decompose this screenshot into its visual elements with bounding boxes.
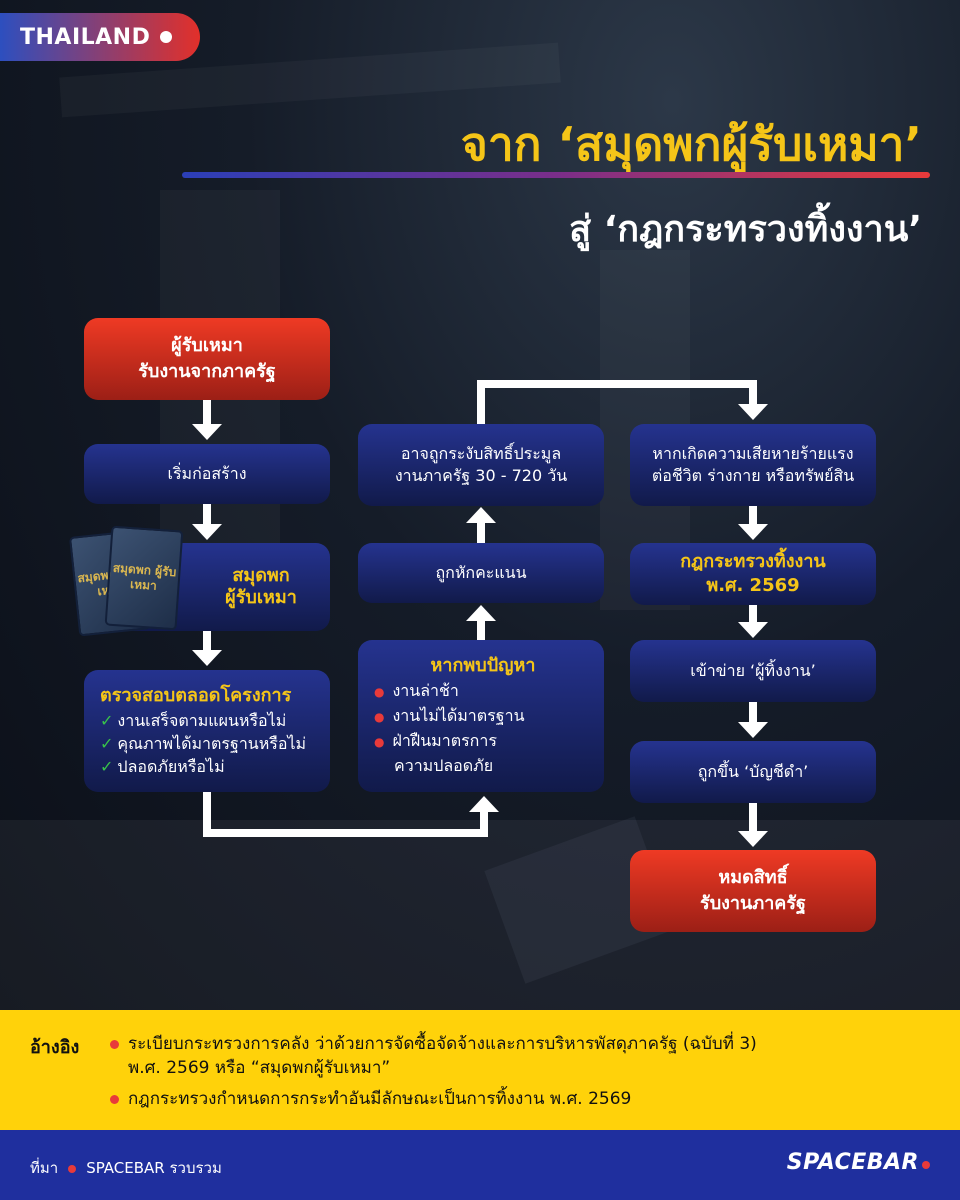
end-box: หมดสิทธิ์ รับงานภาครัฐ	[630, 850, 876, 932]
check-icon: ✓	[100, 733, 114, 753]
headline-underline	[182, 172, 930, 178]
country-tag-label: THAILAND	[20, 24, 151, 50]
footer: ที่มา SPACEBAR รวบรวม SPACEBAR	[0, 1130, 960, 1200]
begin-label: เริ่มก่อสร้าง	[167, 464, 247, 483]
arrow-down-icon	[738, 722, 768, 738]
source-text: SPACEBAR รวบรวม	[86, 1159, 222, 1177]
connector-line	[480, 812, 488, 837]
problem-item: ความปลอดภัย	[394, 756, 494, 775]
blacklist-box: ถูกขึ้น ‘บัญชีดำ’	[630, 741, 876, 803]
reference-label: อ้างอิง	[30, 1037, 80, 1058]
arrow-up-icon	[466, 507, 496, 523]
end-line2: รับงานภาครัฐ	[700, 893, 806, 914]
source-credit: ที่มา SPACEBAR รวบรวม	[30, 1156, 222, 1180]
suspend-box: อาจถูกระงับสิทธิ์ประมูล งานภาครัฐ 30 - 7…	[358, 424, 604, 506]
connector-line	[749, 380, 757, 404]
suspend-line1: อาจถูกระงับสิทธิ์ประมูล	[400, 444, 562, 463]
check-icon: ✓	[100, 710, 114, 730]
connector-line	[477, 380, 757, 388]
check-icon: ✓	[100, 756, 114, 776]
audit-item: ปลอดภัยหรือไม่	[117, 756, 225, 776]
arrow-down-icon	[192, 424, 222, 440]
deduct-box: ถูกหักคะแนน	[358, 543, 604, 603]
damage-box: หากเกิดความเสียหายร้ายแรง ต่อชีวิต ร่างก…	[630, 424, 876, 506]
audit-item: คุณภาพได้มาตรฐานหรือไม่	[117, 733, 307, 753]
report-book-icon: สมุดพก ผู้รับเหมา	[104, 525, 184, 631]
arrow-down-icon	[192, 650, 222, 666]
dot-icon	[68, 1164, 77, 1173]
start-box: ผู้รับเหมา รับงานจากภาครัฐ	[84, 318, 330, 400]
reference-item2: กฎกระทรวงกำหนดการกระทำอันมีลักษณะเป็นการ…	[128, 1089, 632, 1109]
reference-item1-line1: ระเบียบกระทรวงการคลัง ว่าด้วยการจัดซื้อจ…	[128, 1034, 757, 1054]
suspend-line2: งานภาครัฐ 30 - 720 วัน	[394, 466, 568, 485]
bullet-icon	[110, 1094, 119, 1104]
spacebar-logo: SPACEBAR	[787, 1150, 930, 1175]
country-tag: THAILAND	[0, 13, 200, 61]
abandon-label: เข้าข่าย ‘ผู้ทิ้งงาน’	[690, 661, 816, 680]
source-label: ที่มา	[30, 1159, 59, 1177]
arrow-down-icon	[738, 622, 768, 638]
problem-box: หากพบปัญหา ●งานล่าช้า ●งานไม่ได้มาตรฐาน …	[358, 640, 604, 792]
arrow-down-icon	[192, 524, 222, 540]
damage-line1: หากเกิดความเสียหายร้ายแรง	[652, 444, 854, 463]
bullet-icon: ●	[374, 685, 385, 699]
deduct-label: ถูกหักคะแนน	[435, 563, 527, 582]
audit-box: ตรวจสอบตลอดโครงการ ✓งานเสร็จตามแผนหรือไม…	[84, 670, 330, 792]
abandon-box: เข้าข่าย ‘ผู้ทิ้งงาน’	[630, 640, 876, 702]
end-line1: หมดสิทธิ์	[718, 867, 788, 888]
dot-icon	[160, 31, 173, 43]
bullet-icon: ●	[374, 735, 385, 749]
report-card-line1: สมุดพก	[232, 565, 290, 586]
audit-title: ตรวจสอบตลอดโครงการ	[100, 684, 292, 706]
damage-line2: ต่อชีวิต ร่างกาย หรือทรัพย์สิน	[651, 466, 855, 485]
reference-item1-line2: พ.ศ. 2569 หรือ “สมุดพกผู้รับเหมา”	[128, 1058, 391, 1078]
report-card-line2: ผู้รับเหมา	[225, 587, 297, 608]
arrow-down-icon	[738, 831, 768, 847]
audit-item: งานเสร็จตามแผนหรือไม่	[117, 710, 287, 730]
begin-box: เริ่มก่อสร้าง	[84, 444, 330, 504]
problem-title: หากพบปัญหา	[430, 655, 536, 676]
connector-line	[203, 792, 211, 837]
problem-item: งานล่าช้า	[392, 681, 459, 700]
blacklist-label: ถูกขึ้น ‘บัญชีดำ’	[697, 762, 809, 781]
bullet-icon: ●	[374, 710, 385, 724]
problem-item: ฝ่าฝืนมาตรการ	[392, 731, 497, 750]
headline-line2: สู่ ‘กฎกระทรวงทิ้งงาน’	[569, 209, 922, 250]
rule-line2: พ.ศ. 2569	[706, 575, 800, 596]
problem-item: งานไม่ได้มาตรฐาน	[392, 706, 525, 725]
arrow-up-icon	[469, 796, 499, 812]
arrow-down-icon	[738, 524, 768, 540]
arrow-up-icon	[466, 605, 496, 621]
headline-line1: จาก ‘สมุดพกผู้รับเหมา’	[460, 117, 922, 171]
arrow-down-icon	[738, 404, 768, 420]
connector-line	[203, 829, 488, 837]
connector-line	[477, 380, 485, 424]
reference-panel: อ้างอิง ระเบียบกระทรวงการคลัง ว่าด้วยการ…	[0, 1010, 960, 1130]
rule-box: กฎกระทรวงทิ้งงาน พ.ศ. 2569	[630, 543, 876, 605]
start-line1: ผู้รับเหมา	[171, 335, 243, 356]
bullet-icon	[110, 1039, 119, 1049]
rule-line1: กฎกระทรวงทิ้งงาน	[680, 551, 826, 572]
start-line2: รับงานจากภาครัฐ	[138, 361, 276, 382]
